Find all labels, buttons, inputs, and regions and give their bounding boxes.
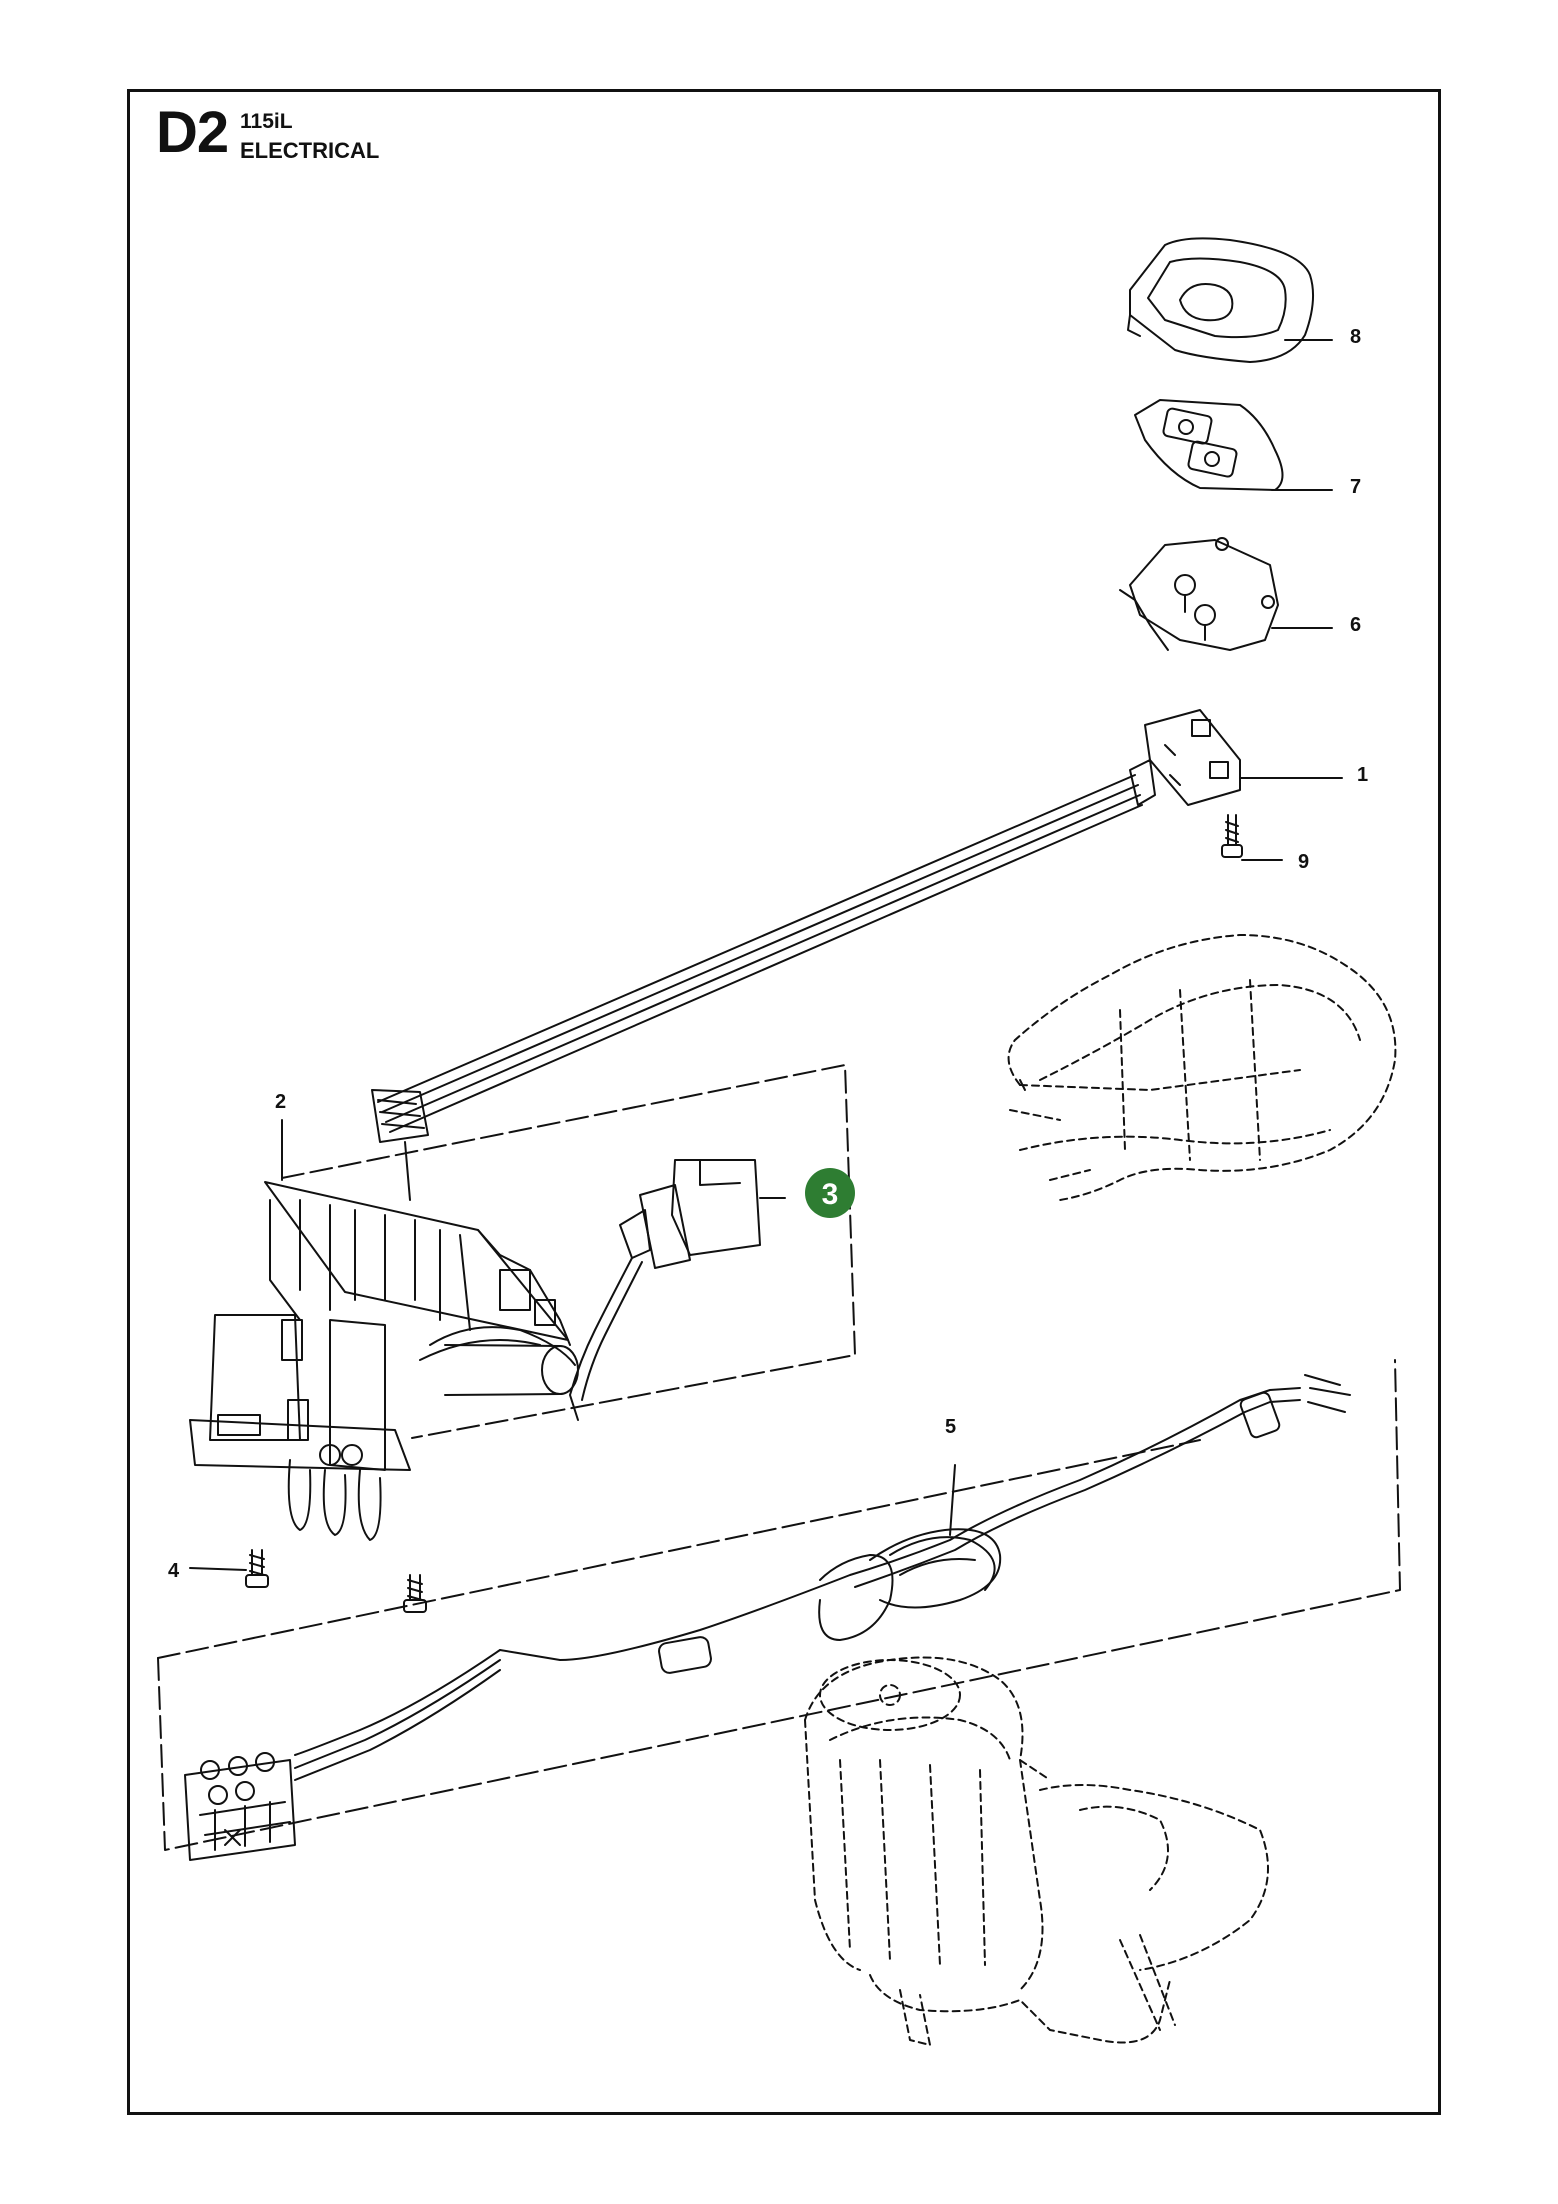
screw-9-part [1221,814,1243,858]
highlight-badge[interactable] [805,1168,855,1218]
drawing-frame [127,89,1441,2115]
callout-6: 6 [1350,614,1361,636]
callout-8: 8 [1350,326,1361,348]
housing-leader-lines [1019,1079,1026,1091]
motor-phantom [804,1656,1269,2046]
keypad-part [1134,399,1284,491]
assembly-boundary [157,1064,1401,1851]
leader-lines [189,339,1343,1571]
micro-switch-part [569,1159,786,1421]
keypad-holder-part [1119,537,1279,651]
housing-phantom [1007,934,1397,1201]
motor-cable-harness-part [184,1374,1351,1861]
screw-4-part [245,1549,427,1613]
main-circuit-board-part [189,1119,579,1541]
callout-4: 4 [168,1560,180,1582]
callout-7: 7 [1350,476,1361,498]
control-board-part [371,709,1241,1143]
callout-5: 5 [945,1416,956,1438]
callout-1: 1 [1357,764,1368,786]
callout-3: 3 [822,1178,839,1211]
callout-2: 2 [275,1091,286,1113]
keypad-frame-part [1127,237,1315,363]
callout-9: 9 [1298,851,1309,873]
model-name: 115iL [240,110,293,133]
section-name: ELECTRICAL [240,138,380,163]
section-code: D2 [156,100,229,165]
